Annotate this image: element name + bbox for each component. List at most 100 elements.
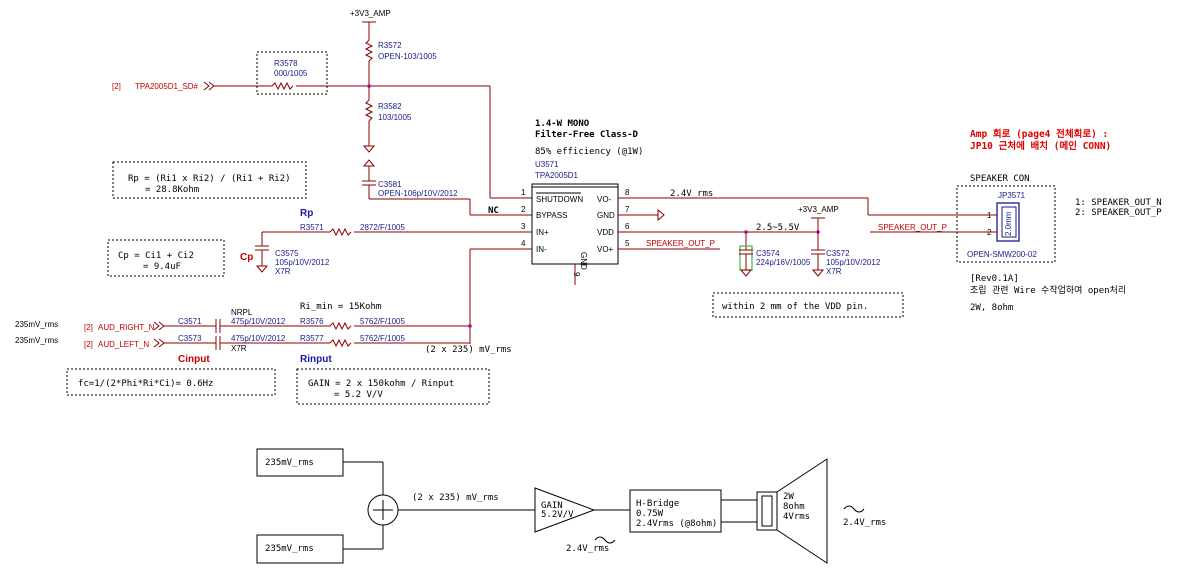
annotations-vdd-note-label: within 2 mm of the VDD pin.	[722, 302, 868, 312]
annotations-gain-formula1-label: GAIN = 2 x 150kohm / Rinput	[308, 379, 454, 389]
components-r3578-ref-label: R3578	[274, 59, 298, 68]
annotations-rev-note2-label: 조립 관련 Wire 수작업하여 open처리	[970, 284, 1126, 296]
nets-vo-rms-label: 2.4V_rms	[670, 189, 713, 199]
components-c3572-val-label: 105p/10V/2012	[826, 258, 881, 267]
power-rail-top: +3V3_AMP	[350, 9, 391, 40]
speaker-con-box	[956, 185, 1056, 263]
components-c3575-val-label: 105p/10V/2012	[275, 258, 330, 267]
components-r3577-ref-label: R3577	[300, 334, 324, 343]
annotations-rp-formula1-label: Rp = (Ri1 x Ri2) / (Ri1 + Ri2)	[128, 174, 291, 184]
ic-left-pins-3-name-label: IN-	[536, 245, 547, 254]
components-r3582-val-label: 103/1005	[378, 113, 412, 122]
block-hb3-label: 2.4Vrms (@8ohm)	[636, 519, 717, 529]
ic-left-pins-3-num-label: 4	[521, 239, 526, 248]
annotations-rev-note3-label: 2W, 8ohm	[970, 303, 1013, 313]
cinput-label: Cinput	[178, 354, 210, 365]
nets-in-left-rms-label: 235mV_rms	[15, 336, 58, 345]
nets-vdd-range-label: 2.5~5.5V	[756, 223, 800, 233]
nets-left-tag-label: [2]	[84, 340, 93, 349]
ic-right-pins-3-name-label: VO+	[597, 245, 614, 254]
ic-right-pins-1-num-label: 7	[625, 205, 630, 214]
block-hb2-label: 0.75W	[636, 509, 664, 519]
capacitor-c3574: C3574 224p/16V/1005	[739, 232, 811, 277]
components-c3573-val-label: 475p/10V/2012	[231, 334, 286, 343]
components-r3572-val-label: OPEN-103/1005	[378, 52, 437, 61]
speaker-out-p-net-2: SPEAKER_OUT_P	[878, 223, 947, 232]
speaker-out-p-net: SPEAKER_OUT_P	[646, 239, 715, 248]
annotations-rp-formula2-label: = 28.8Kohm	[145, 185, 199, 195]
block-spk-out-label: 2.4V_rms	[843, 518, 886, 528]
components-r3572-ref-label: R3572	[378, 41, 402, 50]
block-hb1-label: H-Bridge	[636, 499, 679, 509]
ic-ref-label: U3571	[535, 160, 559, 169]
components-r3576-val-label: 5762/F/1005	[360, 317, 405, 326]
ic-right-pins-2-num-label: 6	[625, 222, 630, 231]
nets-right-tag-label: [2]	[84, 323, 93, 332]
resistor-r3571: R3571 2872/F/1005	[262, 223, 532, 237]
block-sum-out-label: (2 x 235) mV_rms	[412, 493, 499, 503]
net-vo-minus: 2.4V_rms	[618, 189, 975, 216]
nets-in-sum-label: (2 x 235) mV_rms	[425, 345, 512, 355]
components-jp3571-side-label: 2.0mm	[1004, 211, 1013, 236]
ic-left-pins-2-num-label: 3	[521, 222, 526, 231]
block-spk1-label: 2W	[783, 492, 794, 502]
ic-tpa2005d1: 1.4-W MONO Filter-Free Class-D 85% effic…	[521, 119, 643, 285]
components-c3581-ref-label: C3581	[378, 180, 402, 189]
sd-tag: [2]	[112, 82, 121, 91]
components-r3571-val-label: 2872/F/1005	[360, 223, 405, 232]
components-c3575-ref-label: C3575	[275, 249, 299, 258]
components-c3572-ref-label: C3572	[826, 249, 850, 258]
components-c3573-dielectric-label: X7R	[231, 344, 247, 353]
ic-right-pins-1-name-label: GND	[597, 211, 615, 220]
ic-part-label: TPA2005D1	[535, 171, 579, 180]
rails-vdd-label: +3V3_AMP	[798, 205, 839, 214]
amp-note-line2: JP10 근처에 배치 (메인 CONN)	[970, 140, 1111, 152]
nets-right-name-label: AUD_RIGHT_N	[98, 323, 155, 332]
ic-gnd-pin-label: 9	[572, 272, 581, 277]
net-vdd: +3V3_AMP 2.5~5.5V	[618, 205, 839, 234]
fc-formula-box	[66, 368, 276, 396]
block-gain-out-label: 2.4V_rms	[566, 544, 609, 554]
components-r3571-ref-label: R3571	[300, 223, 324, 232]
resistor-r3572: R3572 OPEN-103/1005	[364, 39, 437, 86]
block-spk3-label: 4Vrms	[783, 512, 810, 522]
components-c3571-ref-label: C3571	[178, 317, 202, 326]
block-gain2-label: 5.2V/V	[541, 510, 574, 520]
net-shutdown: [2] TPA2005D1_SD#	[112, 81, 532, 199]
ic-efficiency-label: 85% efficiency (@1W)	[535, 147, 643, 157]
block-gain1-label: GAIN	[541, 501, 563, 511]
components-c3574-val-label: 224p/16V/1005	[756, 258, 811, 267]
ic-right-pins-2-name-label: VDD	[597, 228, 614, 237]
ic-right-pins-3-num-label: 5	[625, 239, 630, 248]
annotations-cp-formula1-label: Cp = Ci1 + Ci2	[118, 251, 194, 261]
nc-label: NC	[488, 206, 499, 216]
rinput-label: Rinput	[300, 354, 332, 365]
annotations-spk-pin2-label: 2: SPEAKER_OUT_P	[1075, 208, 1162, 218]
components-c3572-dielectric-label: X7R	[826, 267, 842, 276]
connector-jp3571: JP3571 2.0mm 1 2 OPEN-SMW200-02	[870, 191, 1037, 259]
block-in-bot-label: 235mV_rms	[265, 544, 314, 554]
ic-right-pins-0-name-label: VO-	[597, 195, 612, 204]
input-left-channel: 235mV_rms [2] AUD_LEFT_N C3573 475p/10V/…	[15, 334, 470, 353]
ic-left-pins-0-num-label: 1	[521, 188, 526, 197]
ic-title2-label: Filter-Free Class-D	[535, 129, 639, 140]
block-diagram: 235mV_rms 235mV_rms (2 x 235) mV_rms GAI…	[256, 448, 886, 564]
sd-net-name: TPA2005D1_SD#	[135, 82, 199, 91]
cp-label: Cp	[240, 252, 253, 263]
components-jp3571-val-label: OPEN-SMW200-02	[967, 250, 1037, 259]
ic-right-pins-0-num-label: 8	[625, 188, 630, 197]
gain-formula-box	[296, 368, 490, 405]
ic-gnd-label-label: GND	[579, 252, 588, 270]
block-spk2-label: 8ohm	[783, 502, 805, 512]
ic-left-pins-1-name-label: BYPASS	[536, 211, 567, 220]
block-in-top-label: 235mV_rms	[265, 458, 314, 468]
rp-label: Rp	[300, 208, 313, 219]
components-c3581-val-label: OPEN-106p/10V/2012	[378, 189, 458, 198]
annotations-fc-formula-label: fc=1/(2*Phi*Ri*Ci)= 0.6Hz	[78, 379, 213, 389]
input-right-channel: 235mV_rms [2] AUD_RIGHT_N C3571 NRPL 475…	[15, 308, 470, 333]
annotations-gain-formula2-label: = 5.2 V/V	[334, 390, 383, 400]
components-r3577-val-label: 5762/F/1005	[360, 334, 405, 343]
rail-label-top: +3V3_AMP	[350, 9, 391, 18]
components-c3574-ref-label: C3574	[756, 249, 780, 258]
capacitor-c3581: C3581 OPEN-106p/10V/2012 NC	[362, 159, 532, 216]
